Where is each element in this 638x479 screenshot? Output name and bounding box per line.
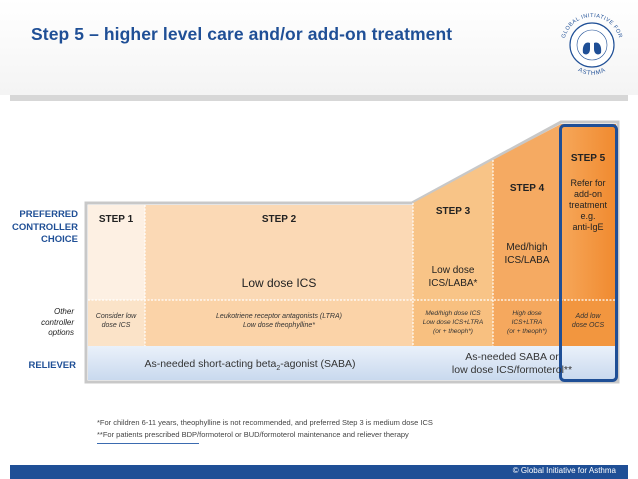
step4-title: STEP 4: [510, 183, 545, 194]
step5-other-line1: Add low: [575, 313, 602, 320]
row-label-reliever: RELIEVER: [28, 360, 76, 371]
copyright: © Global Initiative for Asthma: [512, 466, 616, 475]
other-row-step4: [493, 300, 561, 346]
step5-preferred-line1: Refer for: [570, 178, 605, 188]
step5-preferred-line5: anti-IgE: [572, 222, 603, 232]
step4-column: [493, 124, 561, 300]
footnote-1: *For children 6-11 years, theophylline i…: [97, 418, 433, 427]
footnote-rule: [97, 443, 199, 444]
title-divider: [10, 95, 628, 101]
reliever-bar: [88, 346, 616, 380]
step1-other-line1: Consider low: [96, 313, 137, 320]
step5-column: [561, 124, 616, 300]
step5-highlight: [559, 124, 618, 382]
step5-preferred-line4: e.g.: [580, 211, 595, 221]
lungs-icon: [582, 34, 602, 55]
gina-logo: GLOBAL INITIATIVE FOR ASTHMA: [561, 13, 623, 77]
step4-preferred-line2: ICS/LABA: [504, 255, 549, 266]
row-label-other: Other controller options: [41, 307, 74, 337]
step3-column: [413, 160, 493, 300]
step1-column: [88, 205, 145, 300]
slide-title: Step 5 – higher level care and/or add-on…: [31, 24, 453, 44]
footnotes: *For children 6-11 years, theophylline i…: [97, 417, 433, 440]
step3-preferred-line2: ICS/LABA*: [429, 278, 478, 289]
step2-preferred: Low dose ICS: [242, 276, 317, 290]
step2-other-line2: Low dose theophylline*: [243, 322, 315, 329]
step2-title: STEP 2: [262, 214, 297, 225]
step4-other-line1: High dose: [512, 310, 542, 317]
staircase-outline: [84, 120, 620, 384]
reliever-right-line2: low dose ICS/formoterol**: [452, 364, 572, 376]
reliever-right-line1: As-needed SABA or: [465, 351, 559, 363]
step5-other-line2: dose OCS: [572, 322, 605, 329]
step4-other-line2: ICS+LTRA: [512, 319, 543, 326]
step3-other-line2: Low dose ICS+LTRA: [423, 319, 483, 326]
title-bar: Step 5 – higher level care and/or add-on…: [0, 0, 638, 95]
logo-bottom-text: ASTHMA: [577, 67, 607, 77]
step2-column: [145, 205, 413, 300]
other-row-step1: [88, 300, 145, 346]
other-row-step3: [413, 300, 493, 346]
footnote-2: **For patients prescribed BDP/formoterol…: [97, 429, 409, 439]
step3-preferred-line1: Low dose: [432, 265, 475, 276]
step2-other-line1: Leukotriene receptor antagonists (LTRA): [216, 313, 342, 320]
step3-other-line1: Med/high dose ICS: [425, 310, 481, 317]
other-row-step2: [145, 300, 413, 346]
step5-preferred-line3: treatment: [569, 200, 608, 210]
step1-other-line2: dose ICS: [102, 322, 131, 329]
step5-title: STEP 5: [571, 153, 606, 164]
step1-title: STEP 1: [99, 214, 134, 225]
other-row-step5: [561, 300, 616, 346]
row-label-preferred: PREFERRED CONTROLLER CHOICE: [12, 209, 78, 245]
step3-other-line3: (or + theoph*): [433, 328, 473, 335]
step4-preferred-line1: Med/high: [506, 242, 547, 253]
step5-preferred-line2: add-on: [574, 189, 602, 199]
reliever-left-text: As-needed short-acting beta2-agonist (SA…: [144, 358, 355, 372]
step3-title: STEP 3: [436, 206, 471, 217]
step4-other-line3: (or + theoph*): [507, 328, 547, 335]
footer-bar: © Global Initiative for Asthma: [10, 465, 628, 479]
